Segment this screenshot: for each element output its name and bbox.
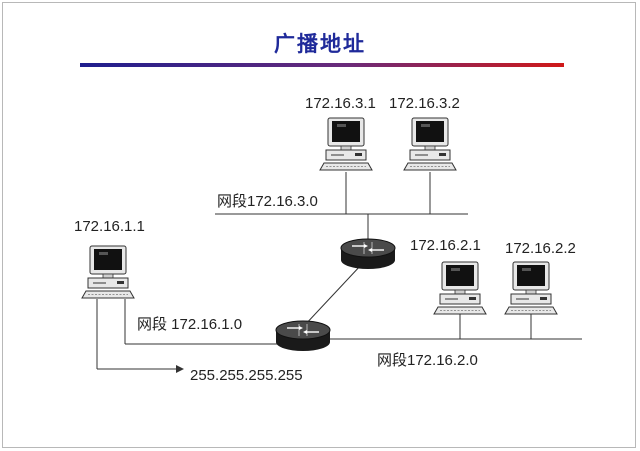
- segment-label-172-16-1-0: 网段 172.16.1.0: [137, 316, 243, 333]
- computer-icon-172-16-1-1: [81, 245, 135, 299]
- broadcast-address-label: 255.255.255.255: [190, 367, 303, 384]
- host-label-172-16-3-2: 172.16.3.2: [389, 95, 460, 112]
- segment-label-172-16-2-0: 网段172.16.2.0: [377, 352, 478, 369]
- computer-icon-172-16-2-2: [504, 261, 558, 315]
- host-label-172-16-3-1: 172.16.3.1: [305, 95, 376, 112]
- segment-label-172-16-3-0: 网段172.16.3.0: [217, 193, 318, 210]
- router-icon-bottom: [275, 320, 331, 352]
- computer-icon-172-16-3-1: [319, 117, 373, 171]
- title-rule: [80, 63, 564, 67]
- computer-icon-172-16-3-2: [403, 117, 457, 171]
- host-label-172-16-2-2: 172.16.2.2: [505, 240, 576, 257]
- slide-title: 广播地址: [274, 32, 366, 56]
- slide-frame: [2, 2, 636, 448]
- computer-icon-172-16-2-1: [433, 261, 487, 315]
- router-icon-top: [340, 238, 396, 270]
- host-label-172-16-1-1: 172.16.1.1: [74, 218, 145, 235]
- router-link: [302, 263, 363, 328]
- host-label-172-16-2-1: 172.16.2.1: [410, 237, 481, 254]
